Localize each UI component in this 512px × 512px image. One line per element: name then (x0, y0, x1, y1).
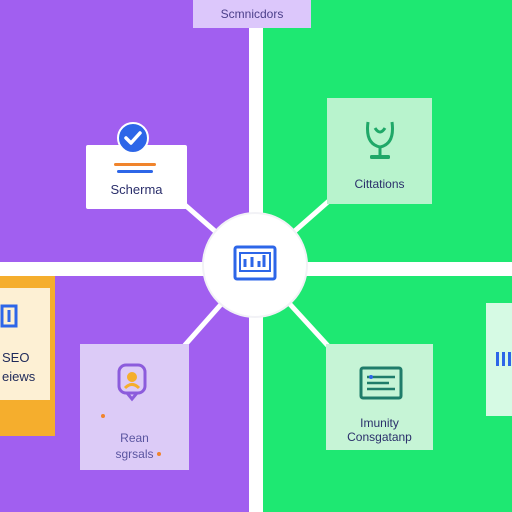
building-icon (0, 304, 18, 328)
dashboard-monitor-icon (233, 245, 277, 281)
node-reviews-label: Rean sgrsals (80, 430, 189, 462)
review-badge-icon (117, 363, 147, 402)
check-badge-icon (117, 122, 149, 154)
node-right-partial[interactable] (486, 303, 512, 416)
tower-icon (496, 352, 511, 366)
node-reviews[interactable]: Rean sgrsals (80, 344, 189, 470)
top-tab[interactable]: Scmnicdors (193, 0, 311, 28)
reviews-line: eiews (2, 369, 36, 384)
community-line-1: Imunity (360, 416, 399, 430)
schema-lines-icon (114, 163, 156, 177)
central-hub[interactable] (204, 214, 306, 316)
reviews-line-1: Rean (120, 431, 149, 445)
seo-line: SEO (2, 350, 30, 365)
node-schema[interactable]: Scherma (86, 145, 187, 209)
list-card-icon (359, 366, 403, 400)
node-community[interactable]: Imunity Consgatanp (326, 344, 433, 450)
reviews-line-2: sgrsals (115, 447, 154, 461)
community-line-2: Consgatanp (347, 430, 412, 444)
node-schema-label: Scherma (110, 182, 163, 197)
node-citations[interactable]: Cittations (327, 98, 432, 204)
node-seo-reviews-label: SEO eiews (2, 348, 35, 386)
node-seo-reviews[interactable]: SEO eiews (0, 288, 50, 400)
reviews-dots-2 (157, 452, 161, 456)
top-tab-label: Scmnicdors (220, 7, 284, 21)
trophy-cup-icon (366, 121, 394, 159)
node-community-label: Imunity Consgatanp (326, 416, 433, 444)
node-citations-label: Cittations (354, 177, 405, 191)
reviews-dots (101, 414, 105, 418)
